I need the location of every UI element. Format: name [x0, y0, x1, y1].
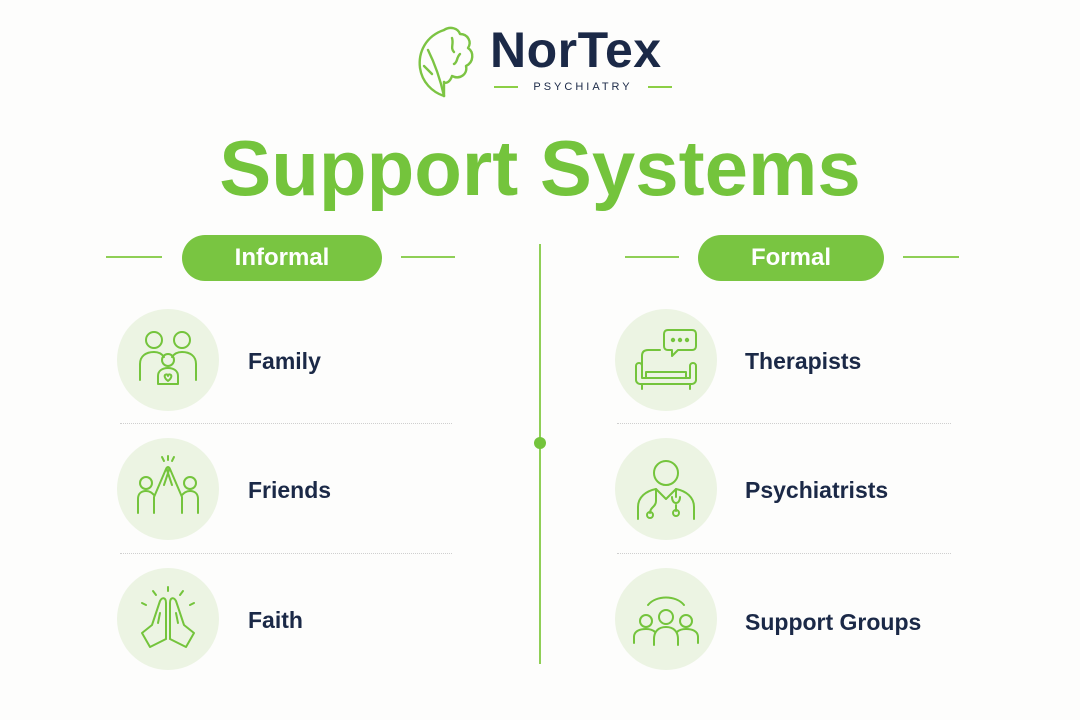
- list-item-label: Therapists: [745, 348, 862, 374]
- logo-leaf-brain-icon: [414, 22, 478, 100]
- formal-rule-right: [903, 256, 959, 258]
- list-item-label: Psychiatrists: [745, 477, 889, 503]
- psychiatrists-item-icon-bg: [615, 438, 717, 540]
- subtitle-rule-left: [494, 86, 518, 88]
- page-title: Support Systems: [219, 124, 861, 212]
- praying-hands-icon: [141, 586, 195, 648]
- subtitle-rule-right: [648, 86, 672, 88]
- formal-header: Formal: [698, 235, 884, 281]
- divider-dot: [534, 437, 546, 449]
- doctor-icon: [637, 460, 695, 520]
- brand-subtitle: PSYCHIATRY: [533, 81, 633, 93]
- list-item-label: Family: [248, 348, 321, 374]
- formal-rule-left: [625, 256, 679, 258]
- therapy-couch-icon: [635, 329, 697, 390]
- center-divider: [539, 244, 541, 664]
- item-separator: [617, 553, 951, 554]
- informal-header: Informal: [182, 235, 382, 281]
- friends-item-icon-bg: [117, 438, 219, 540]
- list-item-label: Faith: [248, 607, 303, 633]
- therapists-item-icon-bg: [615, 309, 717, 411]
- item-separator: [120, 423, 452, 424]
- item-separator: [617, 423, 951, 424]
- list-item-label: Friends: [248, 477, 332, 503]
- support-groups-item-icon-bg: [615, 568, 717, 670]
- family-icon: [139, 331, 197, 385]
- family-item-icon-bg: [117, 309, 219, 411]
- list-item-label: Support Groups: [745, 609, 922, 635]
- group-icon: [633, 596, 699, 646]
- high-five-icon: [137, 455, 199, 514]
- item-separator: [120, 553, 452, 554]
- faith-item-icon-bg: [117, 568, 219, 670]
- brand-name: NorTex: [490, 22, 662, 78]
- informal-rule-right: [401, 256, 455, 258]
- brand-subtitle-group: PSYCHIATRY: [494, 80, 672, 94]
- informal-rule-left: [106, 256, 162, 258]
